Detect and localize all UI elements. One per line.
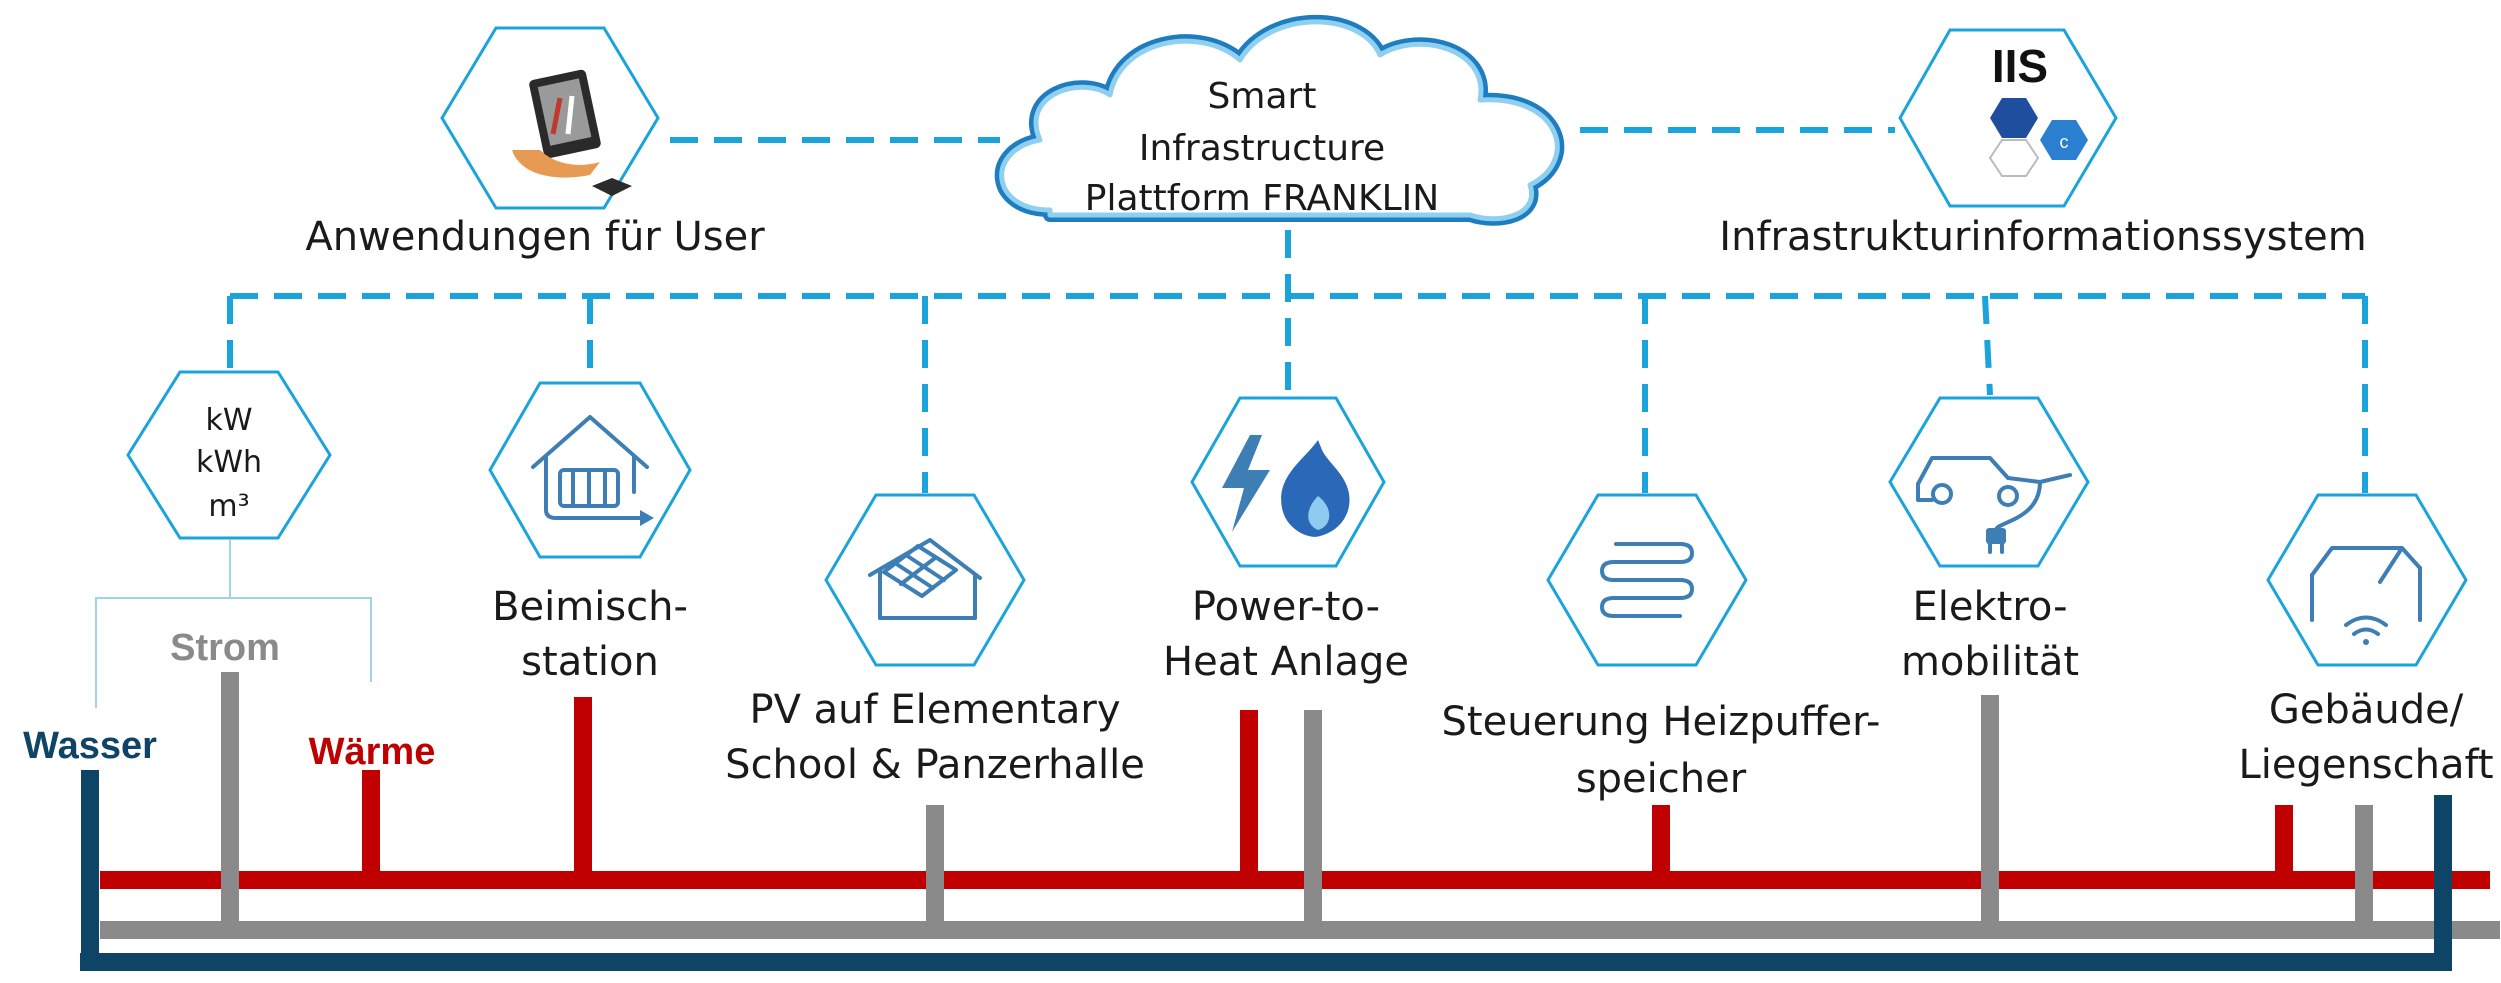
p2h-label-1: Power-to- [1192, 584, 1380, 630]
network-links [227, 127, 2368, 493]
cloud-line-1: Smart [1208, 76, 1317, 117]
wasser-label: Wasser [23, 725, 157, 767]
emob-label-2: mobilität [1901, 639, 2079, 685]
gebaeude-hexagon [2266, 493, 2468, 667]
gebaeude-node: Gebäude/ Liegenschaft [2238, 493, 2494, 788]
emob-label-1: Elektro- [1912, 584, 2067, 630]
pv-label-1: PV auf Elementary [749, 687, 1120, 733]
speicher-label-1: Steuerung Heizpuffer- [1442, 699, 1881, 745]
speicher-node: Steuerung Heizpuffer- speicher [1442, 493, 1881, 802]
gebaeude-label-2: Liegenschaft [2238, 742, 2493, 788]
speicher-label-2: speicher [1576, 756, 1747, 802]
strom-label: Strom [170, 627, 280, 669]
meter-unit-kwh: kWh [196, 445, 262, 480]
apps-label: Anwendungen für User [305, 214, 765, 260]
pv-label-2: School & Panzerhalle [725, 742, 1145, 788]
p2h-node: Power-to- Heat Anlage [1163, 396, 1409, 685]
pv-hexagon [824, 493, 1026, 667]
solar-roof-icon [868, 538, 982, 620]
apps-node: Anwendungen für User [305, 26, 765, 260]
beimisch-label-1: Beimisch- [492, 584, 688, 630]
house-radiator-icon [531, 415, 654, 526]
cloud-line-2: Infrastructure [1139, 128, 1385, 169]
emob-node: Elektro- mobilität [1888, 396, 2090, 685]
meter-hexagon [126, 370, 332, 540]
iis-title: IIS [1992, 40, 2048, 92]
pipe-system [80, 540, 2500, 971]
gebaeude-label-1: Gebäude/ [2269, 687, 2464, 733]
meter-bracket [95, 597, 372, 708]
beimisch-label-2: station [521, 639, 659, 685]
lightning-flame-icon [1222, 435, 1350, 537]
heat-coil-icon [1600, 542, 1694, 618]
meter-unit-m3: m³ [208, 489, 249, 524]
building-wifi-icon [2310, 546, 2422, 645]
emob-hexagon [1888, 396, 2090, 568]
meter-node: kW kWh m³ [126, 370, 332, 540]
iis-label: Infrastrukturinformationssystem [1719, 214, 2366, 260]
cloud-platform: Smart Infrastructure Plattform FRANKLIN [994, 14, 1565, 226]
link-emob [1982, 295, 1993, 396]
waerme-label: Wärme [309, 731, 436, 773]
tablet-in-hand-icon [512, 69, 632, 196]
cloud-highlight [999, 19, 1560, 222]
beimisch-node: Beimisch- station [488, 381, 692, 685]
meter-unit-kw: kW [205, 403, 252, 438]
hexagon-cluster-icon: c [1988, 98, 2088, 177]
cloud-line-3: Plattform FRANKLIN [1085, 178, 1439, 219]
iis-node: IIS c Infrastrukturinformationssystem [1719, 28, 2367, 260]
car-plug-icon [1916, 456, 2072, 554]
pv-node: PV auf Elementary School & Panzerhalle [725, 493, 1145, 788]
p2h-label-2: Heat Anlage [1163, 639, 1409, 685]
svg-text:c: c [2060, 132, 2069, 152]
